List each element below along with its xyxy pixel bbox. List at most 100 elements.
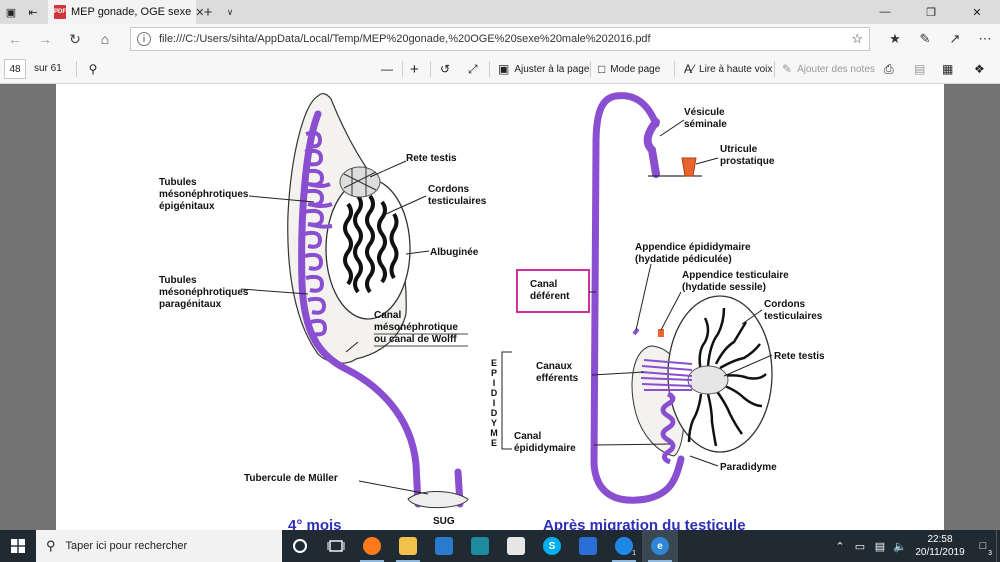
fit-page-button[interactable]: ▣ Ajuster à la page xyxy=(498,61,589,77)
favorite-star-icon[interactable]: ☆ xyxy=(851,31,863,46)
mail-icon xyxy=(579,537,597,555)
testicular-cords-right xyxy=(687,307,767,447)
clock[interactable]: 22:58 20/11/2019 xyxy=(910,533,970,559)
fullscreen-button[interactable]: ⤢ xyxy=(468,61,483,77)
rotate-button[interactable]: ↺ xyxy=(440,61,455,77)
zoom-in-button[interactable]: + xyxy=(410,61,424,78)
taskbar-search-input[interactable]: ⚲ Taper ici pour rechercher xyxy=(36,530,282,562)
pin-icon: ❖ xyxy=(974,62,985,76)
tab-active[interactable]: PDF MEP gonade, OGE sexe ✕ xyxy=(48,0,204,24)
edge-icon: e xyxy=(651,537,669,555)
action-center-button[interactable]: □ 3 xyxy=(970,530,996,562)
forward-button[interactable]: → xyxy=(38,31,52,47)
search-icon[interactable]: ⚲ xyxy=(88,62,98,76)
appendix-testis xyxy=(658,329,664,337)
save-as-icon: ▦ xyxy=(942,62,954,76)
pin-toolbar-button[interactable]: ❖ xyxy=(974,61,990,77)
restore-button[interactable]: ❐ xyxy=(926,6,936,19)
page-number-input[interactable]: 48 xyxy=(4,59,26,79)
window-controls: — ❐ ✕ xyxy=(862,0,1000,24)
read-aloud-button[interactable]: A⁄Lire à haute voix xyxy=(684,61,772,77)
home-button[interactable]: ⌂ xyxy=(100,31,110,47)
fit-page-icon: ▣ xyxy=(498,62,510,76)
new-tab-button[interactable]: + xyxy=(203,3,213,21)
start-button[interactable] xyxy=(0,530,36,562)
skype-icon: S xyxy=(543,537,561,555)
minimize-button[interactable]: — xyxy=(879,6,891,18)
epididymal-duct xyxy=(660,391,676,465)
mesonephric-tubules xyxy=(303,130,333,337)
epididyme-bracket xyxy=(501,351,512,450)
caption-right: Après migration du testicule xyxy=(543,517,746,534)
add-notes-button[interactable]: ✎Ajouter des notes xyxy=(782,61,875,77)
close-window-button[interactable]: ✕ xyxy=(972,6,982,19)
label-canal-deferent-2: déférent xyxy=(530,291,570,302)
epididyme-letter: E xyxy=(491,438,497,448)
label-canal-wolff-1: Canal xyxy=(374,310,401,321)
label-canal-epid-2: épididymaire xyxy=(514,443,576,454)
set-tabs-aside-icon[interactable]: ⇤ xyxy=(28,6,38,19)
show-desktop-button[interactable] xyxy=(996,530,1000,562)
network-icon[interactable]: ▤ xyxy=(874,540,886,553)
chevron-up-icon[interactable]: ⌃ xyxy=(835,540,845,553)
taskbar-messenger[interactable]: 1 xyxy=(606,530,642,562)
left-diagram: Tubules mésonéphrotiques épigénitaux Tub… xyxy=(159,93,487,534)
info-icon[interactable]: i xyxy=(137,32,151,46)
epididyme-letter: D xyxy=(491,408,498,418)
back-button[interactable]: ← xyxy=(8,31,22,47)
tab-close-icon[interactable]: ✕ xyxy=(195,6,205,19)
label-cordons-left-2: testiculaires xyxy=(428,196,487,207)
more-icon[interactable]: ⋯ xyxy=(978,31,992,46)
store-icon xyxy=(435,537,453,555)
zoom-out-button[interactable]: — xyxy=(381,61,398,77)
taskbar-skype[interactable]: S xyxy=(534,530,570,562)
url-field[interactable]: i file:///C:/Users/sihta/AppData/Local/T… xyxy=(130,27,870,51)
right-leader-lines xyxy=(589,119,773,467)
toolbar-divider xyxy=(674,61,675,77)
tab-preview-chevron-icon[interactable]: ∨ xyxy=(226,6,234,17)
taskbar-store[interactable] xyxy=(426,530,462,562)
taskbar-firefox[interactable] xyxy=(354,530,390,562)
toolbar-divider xyxy=(774,61,775,77)
toolbar-divider xyxy=(489,61,490,77)
print-button[interactable]: ⎙ xyxy=(884,61,899,77)
taskbar-calculator[interactable] xyxy=(498,530,534,562)
taskbar-edge[interactable]: e xyxy=(642,530,678,562)
save-as-button[interactable]: ▦ xyxy=(942,61,958,77)
label-appendice-epid-1: Appendice épididymaire xyxy=(635,242,751,253)
testicular-cords xyxy=(343,194,399,294)
favorites-icon[interactable]: ★ xyxy=(889,31,901,46)
label-paradidyme: Paradidyme xyxy=(720,462,777,473)
cortana-button[interactable] xyxy=(282,530,318,562)
canal-deferent-box xyxy=(516,269,590,313)
refresh-button[interactable]: ↻ xyxy=(69,30,81,47)
search-icon: ⚲ xyxy=(46,538,56,553)
pdf-viewer[interactable]: Tubules mésonéphrotiques épigénitaux Tub… xyxy=(0,84,1000,534)
task-view-button[interactable] xyxy=(318,530,354,562)
epididyme-letter: P xyxy=(491,368,497,378)
taskbar-app[interactable] xyxy=(462,530,498,562)
page-mode-button[interactable]: □Mode page xyxy=(598,61,660,77)
notification-count: 3 xyxy=(988,550,992,557)
page-icon: □ xyxy=(598,62,606,76)
save-button[interactable]: ▤ xyxy=(914,61,930,77)
taskbar-file-explorer[interactable] xyxy=(390,530,426,562)
expand-icon: ⤢ xyxy=(468,61,478,76)
battery-icon[interactable]: ▭ xyxy=(854,540,866,553)
label-canal-wolff-2: mésonéphrotique xyxy=(374,322,458,333)
clock-date: 20/11/2019 xyxy=(915,547,965,558)
read-aloud-label: Lire à haute voix xyxy=(699,63,773,75)
seminal-vesicle xyxy=(643,118,660,178)
volume-icon[interactable]: 🔈 xyxy=(893,540,907,553)
share-icon[interactable]: ↗ xyxy=(949,31,961,46)
label-canaux-efferents-1: Canaux xyxy=(536,361,573,372)
url-text[interactable]: file:///C:/Users/sihta/AppData/Local/Tem… xyxy=(159,33,651,45)
tab-actions-icon[interactable]: ▣ xyxy=(5,6,17,19)
web-note-icon[interactable]: ✎ xyxy=(919,31,931,46)
windows-logo-icon xyxy=(11,539,25,553)
taskbar-mail[interactable] xyxy=(570,530,606,562)
messenger-badge: 1 xyxy=(632,550,636,557)
fit-page-label: Ajuster à la page xyxy=(514,63,590,75)
address-bar-row: ← → ↻ ⌂ i file:///C:/Users/sihta/AppData… xyxy=(0,24,1000,54)
toolbar-divider xyxy=(76,61,77,77)
